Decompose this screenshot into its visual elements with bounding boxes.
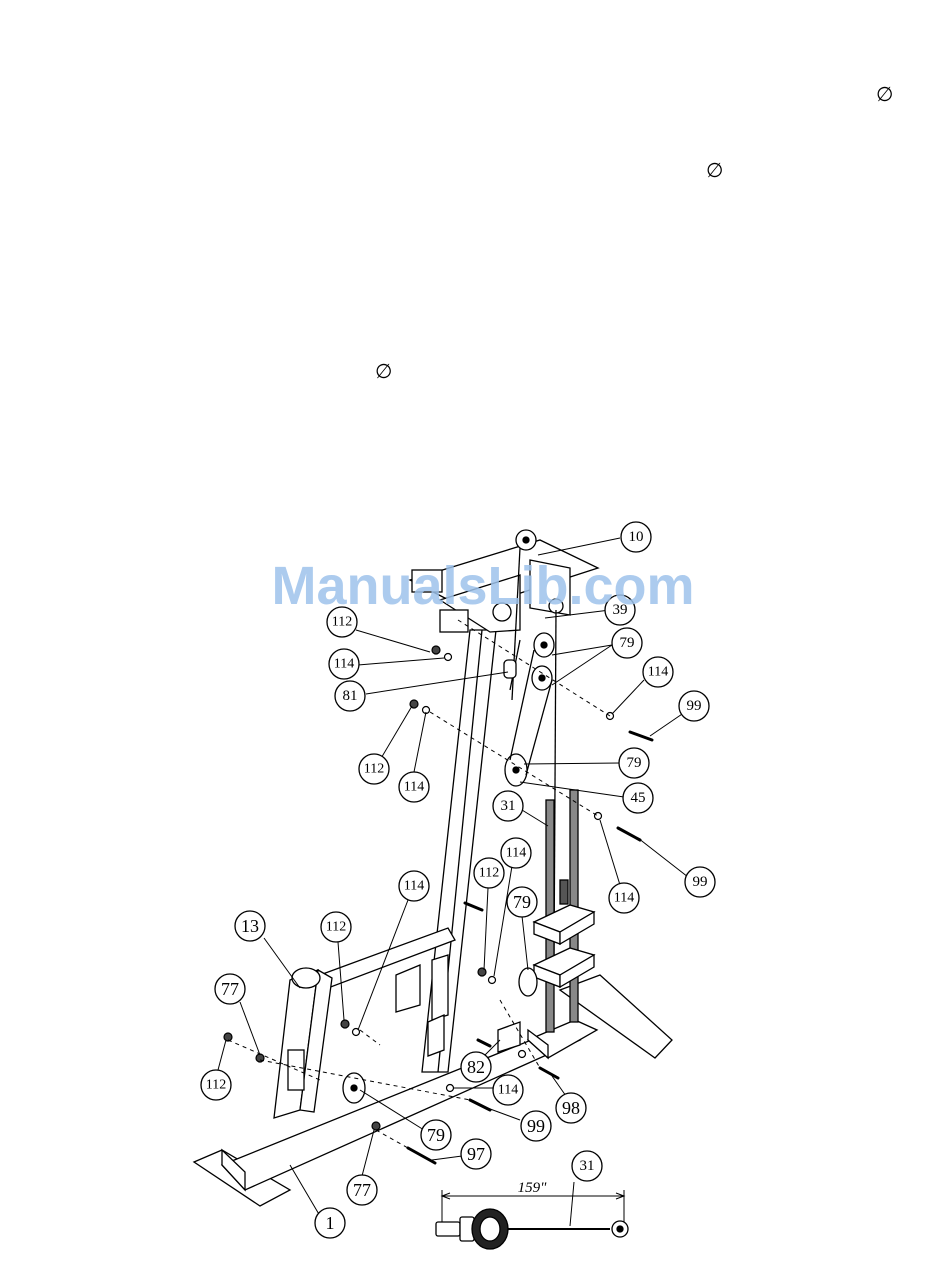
callout-114: 114 bbox=[614, 891, 634, 906]
callout-1: 1 bbox=[326, 1213, 335, 1233]
arm-assembly bbox=[274, 968, 332, 1118]
pulley-lower-right bbox=[519, 968, 537, 996]
callout-79: 79 bbox=[627, 755, 642, 771]
callout-114: 114 bbox=[498, 1083, 518, 1098]
chain-link bbox=[504, 660, 516, 678]
weight-carriage bbox=[534, 880, 594, 987]
callout-99: 99 bbox=[693, 874, 708, 890]
callout-114: 114 bbox=[404, 879, 424, 894]
callout-77: 77 bbox=[353, 1180, 371, 1200]
callout-79: 79 bbox=[620, 635, 635, 651]
callout-98: 98 bbox=[562, 1098, 580, 1118]
callout-114: 114 bbox=[506, 846, 526, 861]
callout-13: 13 bbox=[241, 916, 259, 936]
callout-112: 112 bbox=[479, 866, 499, 881]
callout-81: 81 bbox=[343, 688, 358, 704]
callout-112: 112 bbox=[206, 1078, 226, 1093]
cable-detail: 31 159" bbox=[436, 1151, 628, 1249]
callout-45: 45 bbox=[631, 790, 646, 806]
callout-79: 79 bbox=[513, 892, 531, 912]
callout-82: 82 bbox=[467, 1057, 485, 1077]
callout-97: 97 bbox=[467, 1144, 485, 1164]
callout-112: 112 bbox=[332, 615, 352, 630]
callout-31: 31 bbox=[501, 798, 516, 814]
callout-112: 112 bbox=[364, 762, 384, 777]
callout-99: 99 bbox=[527, 1116, 545, 1136]
cable-length-label: 159" bbox=[518, 1180, 548, 1196]
cable-part-number: 31 bbox=[580, 1158, 595, 1174]
callout-114: 114 bbox=[648, 665, 668, 680]
callout-114: 114 bbox=[334, 657, 354, 672]
callout-79: 79 bbox=[427, 1125, 445, 1145]
callout-77: 77 bbox=[221, 979, 239, 999]
callout-99: 99 bbox=[687, 698, 702, 714]
callout-112: 112 bbox=[326, 920, 346, 935]
callout-10: 10 bbox=[629, 529, 644, 545]
callout-114: 114 bbox=[404, 780, 424, 795]
watermark: ManualsLib.com bbox=[268, 556, 698, 616]
